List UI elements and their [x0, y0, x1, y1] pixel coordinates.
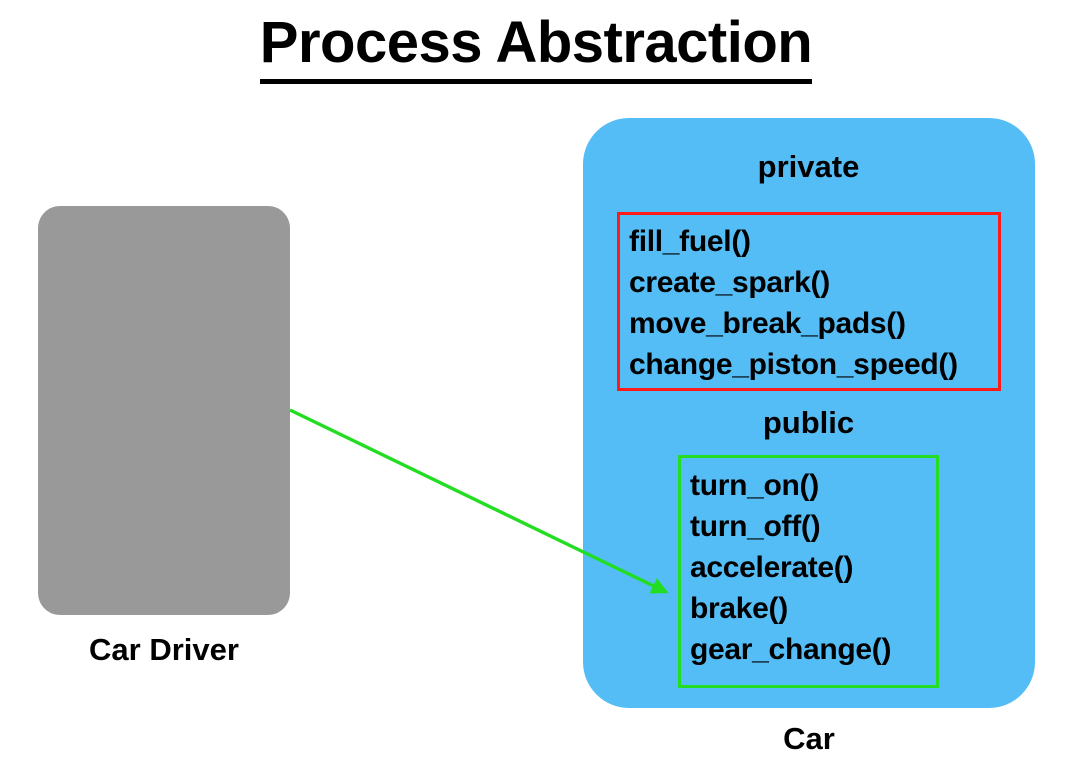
private-member-item: create_spark() [629, 266, 830, 299]
private-members-box: fill_fuel() create_spark() move_break_pa… [617, 212, 1001, 391]
public-member-item: accelerate() [690, 551, 854, 584]
public-member-item: turn_off() [690, 510, 821, 543]
private-section-heading: private [757, 149, 860, 184]
public-members-box: turn_on() turn_off() accelerate() brake(… [678, 455, 939, 688]
car-driver-label: Car Driver [89, 632, 239, 667]
car-driver-box [38, 206, 290, 615]
public-member-item: brake() [690, 592, 788, 625]
public-member-item: turn_on() [690, 469, 819, 502]
private-member-item: fill_fuel() [629, 225, 751, 258]
page-title-text: Process Abstraction [259, 8, 813, 84]
public-member-item: gear_change() [690, 633, 892, 666]
page-title: Process Abstraction [0, 8, 1072, 84]
private-member-item: change_piston_speed() [629, 348, 958, 381]
private-member-item: move_break_pads() [629, 307, 906, 340]
car-object-label: Car [783, 721, 835, 756]
public-section-heading: public [762, 405, 855, 440]
